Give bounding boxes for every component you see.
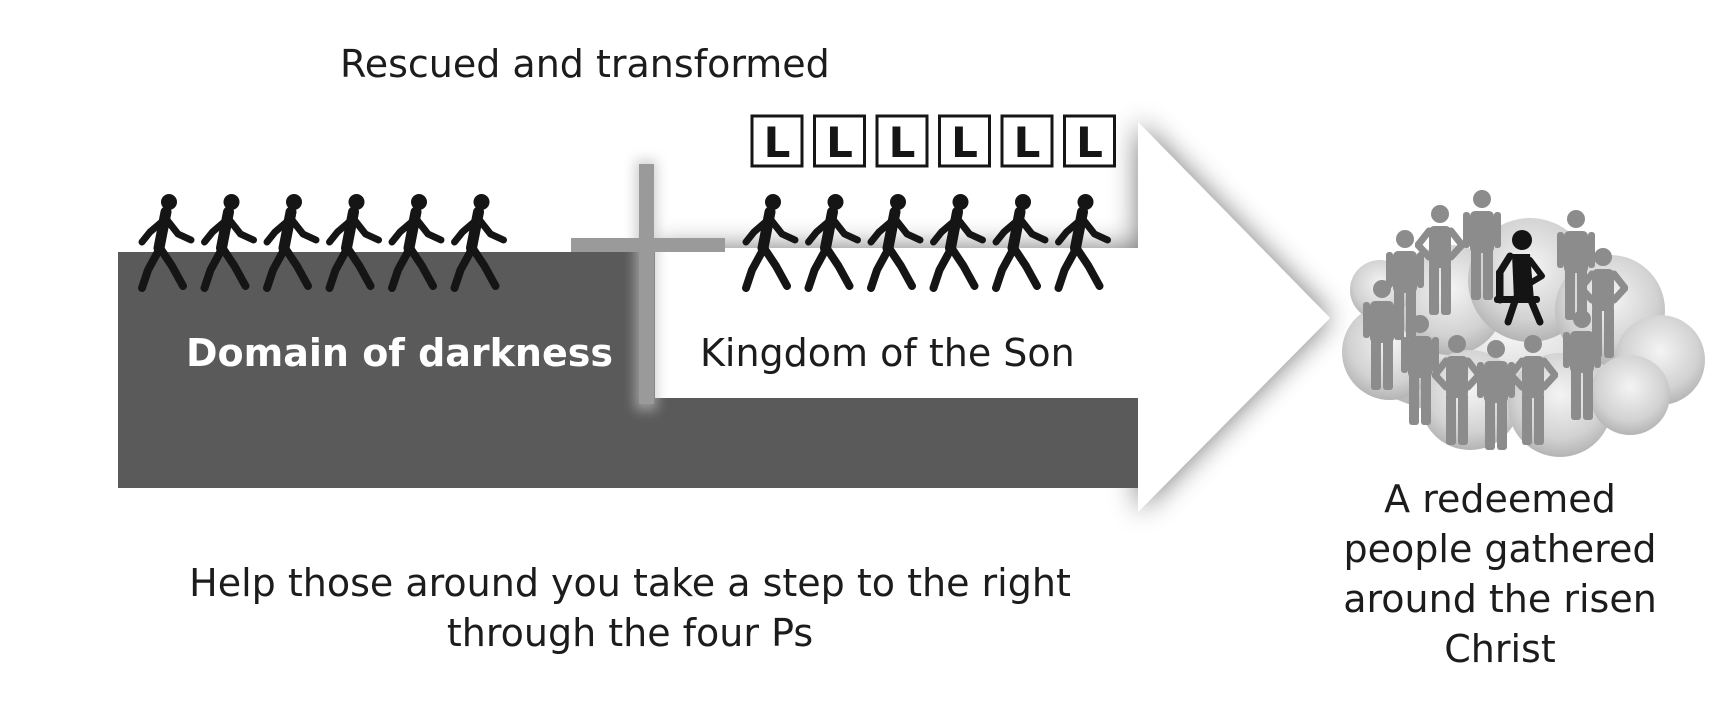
kingdom-label: Kingdom of the Son — [700, 331, 1075, 375]
cloud-caption-line-2: people gathered — [1343, 527, 1657, 571]
l-plate-letter: L — [826, 118, 853, 167]
l-plate-letter: L — [764, 118, 791, 167]
cloud-caption-line-3: around the risen — [1343, 577, 1657, 621]
l-plate-letter: L — [951, 118, 978, 167]
darkness-block — [118, 252, 1138, 488]
l-plate-icon: L — [875, 114, 929, 168]
cloud-caption: A redeemed people gathered around the ri… — [1300, 474, 1700, 674]
seated-person-icon — [1494, 230, 1545, 326]
kingdom-arrow — [655, 122, 1330, 512]
l-plate-icon: L — [750, 114, 804, 168]
l-plate-letter: L — [1076, 118, 1103, 167]
darkness-label: Domain of darkness — [186, 331, 613, 375]
l-plate-icon: L — [938, 114, 991, 168]
cross-icon — [571, 160, 725, 410]
l-plate-letter: L — [1014, 118, 1041, 167]
caption-line-2: through the four Ps — [446, 611, 814, 655]
bottom-caption: Help those around you take a step to the… — [150, 558, 1110, 658]
diagram-title: Rescued and transformed — [340, 42, 830, 86]
cloud-caption-line-4: Christ — [1444, 627, 1556, 671]
cloud-caption-line-1: A redeemed — [1384, 477, 1616, 521]
l-plate-letter: L — [889, 118, 916, 167]
l-plate-icon: L — [1000, 114, 1054, 168]
arrow-icon — [655, 122, 1330, 512]
caption-line-1: Help those around you take a step to the… — [189, 561, 1071, 605]
l-plate-icon: L — [813, 114, 866, 168]
l-plate-icon: L — [1063, 114, 1116, 168]
